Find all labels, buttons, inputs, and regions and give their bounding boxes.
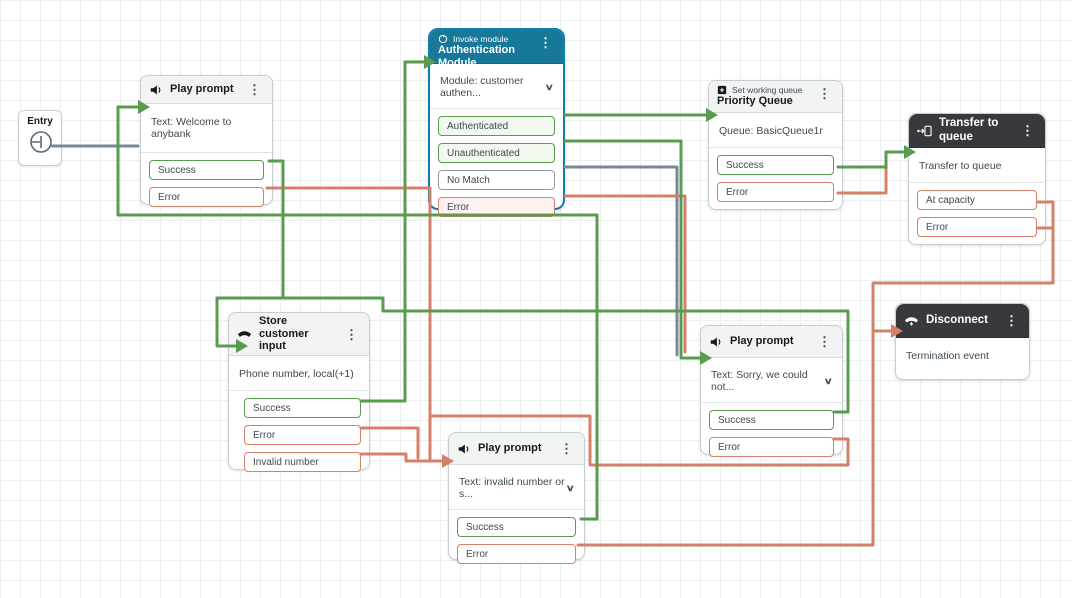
divider <box>701 402 842 403</box>
output-port-success[interactable]: Success <box>709 410 834 430</box>
module-select-dropdown[interactable]: Module: customer authen... ∨ <box>430 64 563 108</box>
kebab-menu-icon[interactable]: ⋮ <box>1005 313 1018 328</box>
queue-value: Queue: BasicQueue1r <box>719 125 823 137</box>
kebab-menu-icon[interactable]: ⋮ <box>248 82 261 97</box>
node-transfer-to-queue[interactable]: Transfer to queue ⋮ Transfer to queue At… <box>908 113 1046 245</box>
kebab-menu-icon[interactable]: ⋮ <box>539 35 552 50</box>
chevron-down-icon: ∨ <box>566 482 576 493</box>
kebab-menu-icon[interactable]: ⋮ <box>818 86 831 101</box>
output-port-error[interactable]: Error <box>244 425 361 445</box>
output-port-success[interactable]: Success <box>244 398 361 418</box>
output-port-success[interactable]: Success <box>717 155 834 175</box>
node-store-customer-input[interactable]: Store customer input ⋮ Phone number, loc… <box>228 312 370 472</box>
set-working-queue-icon <box>717 85 727 95</box>
divider <box>229 390 369 391</box>
node-authentication-module[interactable]: Invoke module Authentication Module ⋮ Mo… <box>428 28 565 217</box>
node-kind-label: Set working queue <box>732 85 803 95</box>
node-sorry-prompt[interactable]: Play prompt ⋮ Text: Sorry, we could not.… <box>700 325 843 457</box>
divider <box>141 152 272 153</box>
output-port-error[interactable]: Error <box>457 544 576 564</box>
node-disconnect[interactable]: Disconnect ⋮ Termination event <box>895 303 1030 380</box>
connector-auth-no-match-to-sorry[interactable] <box>563 165 679 357</box>
speaker-icon <box>150 84 161 95</box>
connector-transfer-at-capacity-to-disconnect[interactable] <box>871 200 1055 333</box>
chevron-down-icon: ∨ <box>824 375 834 386</box>
prompt-text-dropdown[interactable]: Text: invalid number or s... ∨ <box>449 465 584 509</box>
divider <box>909 182 1045 183</box>
output-port-error[interactable]: Error <box>917 217 1037 237</box>
node-invalid-prompt[interactable]: Play prompt ⋮ Text: invalid number or s.… <box>448 432 585 564</box>
connector-transfer-error-to-disconnect[interactable] <box>1036 226 1055 247</box>
input-config-text: Phone number, local(+1) <box>239 368 354 380</box>
output-port-success[interactable]: Success <box>149 160 264 180</box>
node-priority-queue[interactable]: Set working queue Priority Queue ⋮ Queue… <box>708 80 843 210</box>
connector-invalid-error-to-disconnect[interactable] <box>576 331 875 547</box>
chevron-down-icon: ∨ <box>545 81 555 92</box>
termination-event-text: Termination event <box>906 350 989 362</box>
module-select-value: Module: customer authen... <box>440 75 524 99</box>
connector-store-error-to-invalid[interactable] <box>359 426 420 460</box>
node-title: Play prompt <box>170 83 234 96</box>
prompt-text-value: Text: Sorry, we could not... <box>711 369 808 393</box>
node-title: Priority Queue <box>717 95 793 107</box>
speaker-icon <box>710 336 721 347</box>
connector-store-success-to-auth[interactable] <box>359 60 428 403</box>
kebab-menu-icon[interactable]: ⋮ <box>818 334 831 349</box>
node-title: Play prompt <box>730 335 794 348</box>
entry-label: Entry <box>27 116 53 127</box>
divider <box>709 147 842 148</box>
invoke-module-icon <box>438 34 448 44</box>
node-title: Authentication Module <box>438 44 515 69</box>
output-port-success[interactable]: Success <box>457 517 576 537</box>
prompt-text-dropdown[interactable]: Text: Sorry, we could not... ∨ <box>701 358 842 402</box>
output-port-error[interactable]: Error <box>709 437 834 457</box>
prompt-text: Text: Welcome to anybank <box>151 116 232 140</box>
connector-sorry-success-to-store[interactable] <box>281 296 850 414</box>
node-title: Play prompt <box>478 442 542 455</box>
node-kind-label: Invoke module <box>453 34 509 44</box>
output-port-at-capacity[interactable]: At capacity <box>917 190 1037 210</box>
output-port-unauthenticated[interactable]: Unauthenticated <box>438 143 555 163</box>
output-port-invalid-number[interactable]: Invalid number <box>244 452 361 472</box>
output-port-no-match[interactable]: No Match <box>438 170 555 190</box>
output-port-error[interactable]: Error <box>149 187 264 207</box>
transfer-to-queue-icon <box>917 125 932 136</box>
connector-auth-unauthenticated-to-sorry[interactable] <box>563 139 704 360</box>
speaker-icon <box>458 443 469 454</box>
node-title: Store customer input <box>259 315 309 353</box>
kebab-menu-icon[interactable]: ⋮ <box>560 441 573 456</box>
prompt-text-value: Text: invalid number or s... <box>459 476 565 500</box>
node-title: Disconnect <box>926 313 988 326</box>
kebab-menu-icon[interactable]: ⋮ <box>345 326 358 342</box>
divider <box>449 509 584 510</box>
entry-node[interactable]: Entry <box>18 110 62 166</box>
connector-invalid-success-to-welcome[interactable] <box>116 105 599 521</box>
connector-pq-success-to-transfer[interactable] <box>836 150 908 169</box>
connector-welcome-success-to-store[interactable] <box>215 159 285 348</box>
entry-point-icon <box>30 131 52 153</box>
node-welcome-prompt[interactable]: Play prompt ⋮ Text: Welcome to anybank S… <box>140 75 273 207</box>
disconnect-phone-icon <box>904 316 919 326</box>
transfer-description: Transfer to queue <box>919 160 1002 172</box>
connector-sorry-error-to-invalid[interactable] <box>428 414 850 467</box>
phone-handset-icon <box>237 331 252 337</box>
node-title: Transfer to queue <box>939 117 999 143</box>
output-port-authenticated[interactable]: Authenticated <box>438 116 555 136</box>
connector-auth-error-to-sorry[interactable] <box>563 194 687 354</box>
kebab-menu-icon[interactable]: ⋮ <box>1021 123 1034 138</box>
output-port-error[interactable]: Error <box>717 182 834 202</box>
connector-store-invalid-to-invalid[interactable] <box>359 452 446 463</box>
divider <box>430 108 563 109</box>
